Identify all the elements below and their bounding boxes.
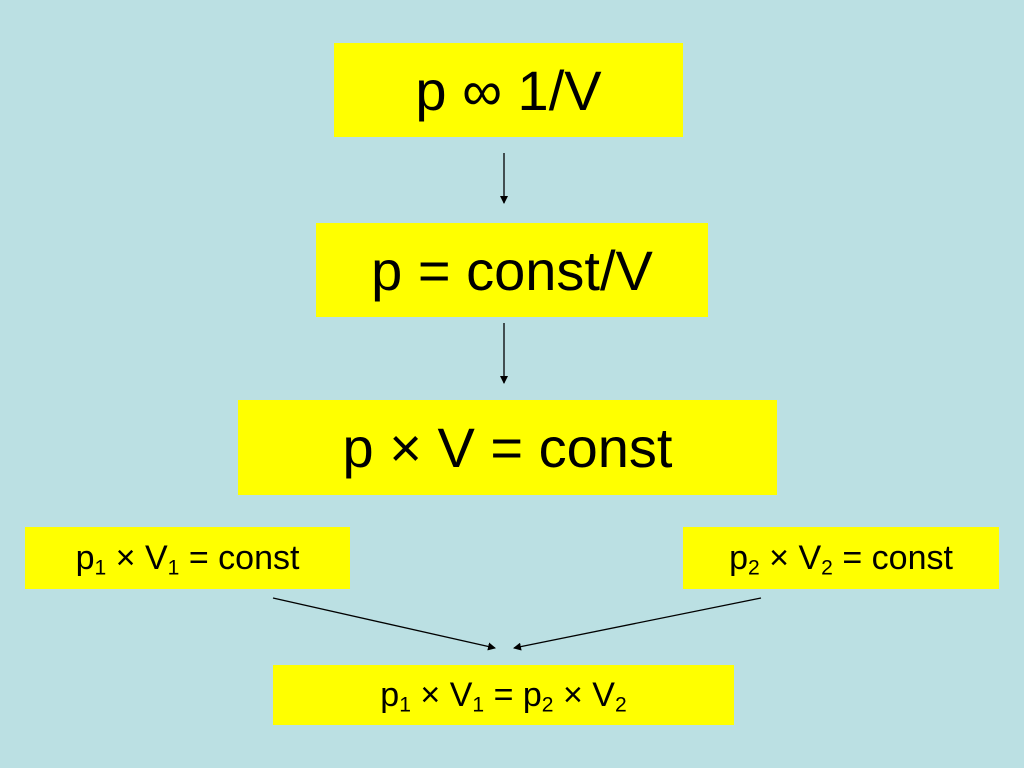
formula-subscript: 1 (399, 692, 411, 716)
box-p-equals-const-over-v: p = const/V (316, 223, 708, 317)
formula-text: p ∞ 1/V (415, 58, 602, 122)
formula-subscript: 1 (167, 555, 180, 579)
formula-text: p (75, 538, 95, 577)
formula-label: p × V = const (343, 415, 673, 480)
box-boyle-law: p1 × V1 = p2 × V2 (273, 665, 734, 725)
formula-label: p ∞ 1/V (415, 58, 601, 123)
formula-label: p1 × V1 = const (76, 539, 300, 578)
formula-text: × V (106, 538, 168, 577)
formula-subscript: 1 (472, 692, 485, 716)
box-state-2: p2 × V2 = const (683, 527, 999, 589)
formula-text: × V (553, 675, 615, 714)
formula-text: p (729, 538, 748, 577)
formula-label: p = const/V (371, 238, 653, 303)
formula-subscript: 2 (748, 555, 760, 579)
formula-subscript: 2 (614, 692, 627, 716)
formula-label: p2 × V2 = const (729, 539, 953, 578)
formula-subscript: 1 (94, 555, 107, 579)
formula-text: × V (410, 675, 473, 714)
formula-text: p × V = const (342, 416, 673, 479)
formula-subscript: 2 (821, 555, 833, 579)
formula-text: = p (484, 675, 542, 714)
formula-text: p = const/V (371, 238, 653, 302)
box-pv-const: p × V = const (238, 400, 777, 495)
formula-text: = const (832, 538, 953, 577)
box-proportional: p ∞ 1/V (334, 43, 683, 137)
formula-text: × V (759, 538, 822, 577)
formula-text: p (380, 675, 400, 714)
formula-subscript: 2 (541, 692, 554, 716)
arrow-state-1-to-boyle-law (272, 597, 496, 651)
formula-label: p1 × V1 = p2 × V2 (380, 676, 626, 715)
arrow-state-2-to-boyle-law (513, 597, 762, 651)
formula-text: = const (179, 538, 300, 577)
box-state-1: p1 × V1 = const (25, 527, 350, 589)
